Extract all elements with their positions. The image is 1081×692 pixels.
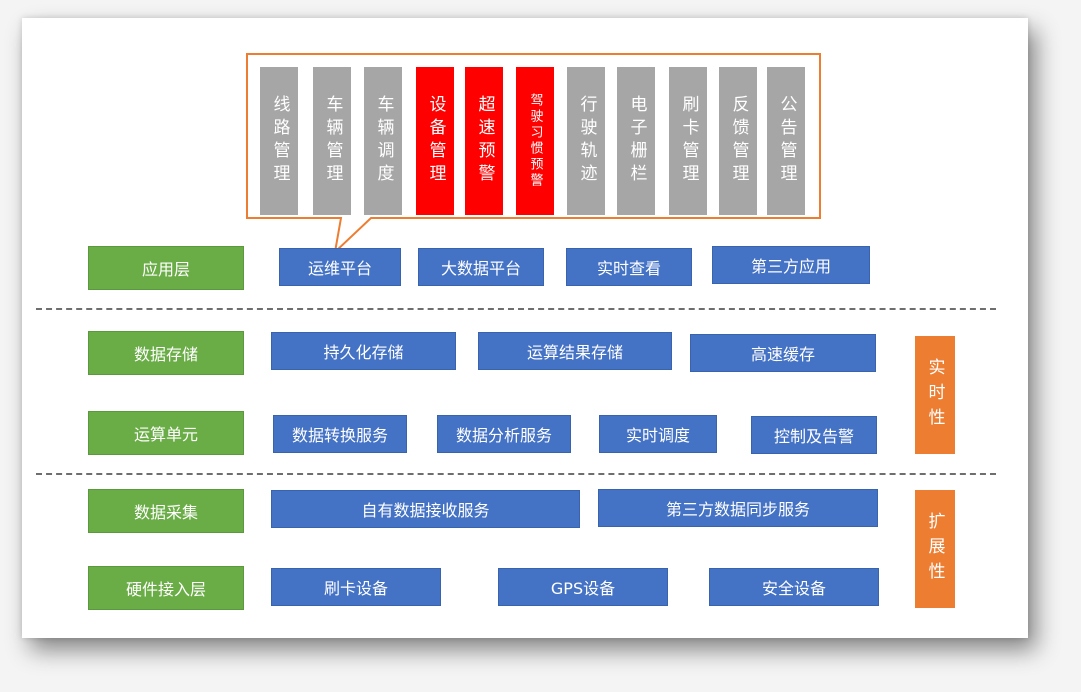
- layer-compute-unit: 运算单元: [88, 411, 244, 455]
- architecture-diagram: 线路管理 车辆管理 车辆调度 设备管理 超速预警 驾驶习惯预警 行驶轨迹 电子栅…: [22, 18, 1028, 638]
- module-electronic-fence: 电子栅栏: [617, 67, 655, 215]
- app-item-third-party-app: 第三方应用: [712, 246, 870, 284]
- compute-item-realtime-dispatch: 实时调度: [599, 415, 717, 453]
- compute-item-data-conversion: 数据转换服务: [273, 415, 407, 453]
- module-feedback-management: 反馈管理: [719, 67, 757, 215]
- module-card-management: 刷卡管理: [669, 67, 707, 215]
- collect-item-third-party-sync: 第三方数据同步服务: [598, 489, 878, 527]
- app-item-bigdata-platform: 大数据平台: [418, 248, 544, 286]
- divider-bottom: [36, 473, 996, 475]
- app-item-realtime-view: 实时查看: [566, 248, 692, 286]
- app-item-ops-platform: 运维平台: [279, 248, 401, 286]
- side-label-scalability: 扩展性: [915, 490, 955, 608]
- layer-hardware-access: 硬件接入层: [88, 566, 244, 610]
- layer-data-storage: 数据存储: [88, 331, 244, 375]
- storage-item-result: 运算结果存储: [478, 332, 672, 370]
- hardware-item-security-device: 安全设备: [709, 568, 879, 606]
- divider-top: [36, 308, 996, 310]
- module-vehicle-management: 车辆管理: [313, 67, 351, 215]
- module-speeding-warning: 超速预警: [465, 67, 503, 215]
- module-vehicle-dispatch: 车辆调度: [364, 67, 402, 215]
- collect-item-own-data-receive: 自有数据接收服务: [271, 490, 580, 528]
- module-driving-track: 行驶轨迹: [567, 67, 605, 215]
- module-notice-management: 公告管理: [767, 67, 805, 215]
- module-device-management: 设备管理: [416, 67, 454, 215]
- compute-item-control-alarm: 控制及告警: [751, 416, 877, 454]
- side-label-realtime: 实时性: [915, 336, 955, 454]
- hardware-item-gps-device: GPS设备: [498, 568, 668, 606]
- layer-data-collection: 数据采集: [88, 489, 244, 533]
- compute-item-data-analysis: 数据分析服务: [437, 415, 571, 453]
- storage-item-persistent: 持久化存储: [271, 332, 456, 370]
- hardware-item-card-device: 刷卡设备: [271, 568, 441, 606]
- storage-item-cache: 高速缓存: [690, 334, 876, 372]
- layer-application: 应用层: [88, 246, 244, 290]
- module-line-management: 线路管理: [260, 67, 298, 215]
- module-driving-habit-warning: 驾驶习惯预警: [516, 67, 554, 215]
